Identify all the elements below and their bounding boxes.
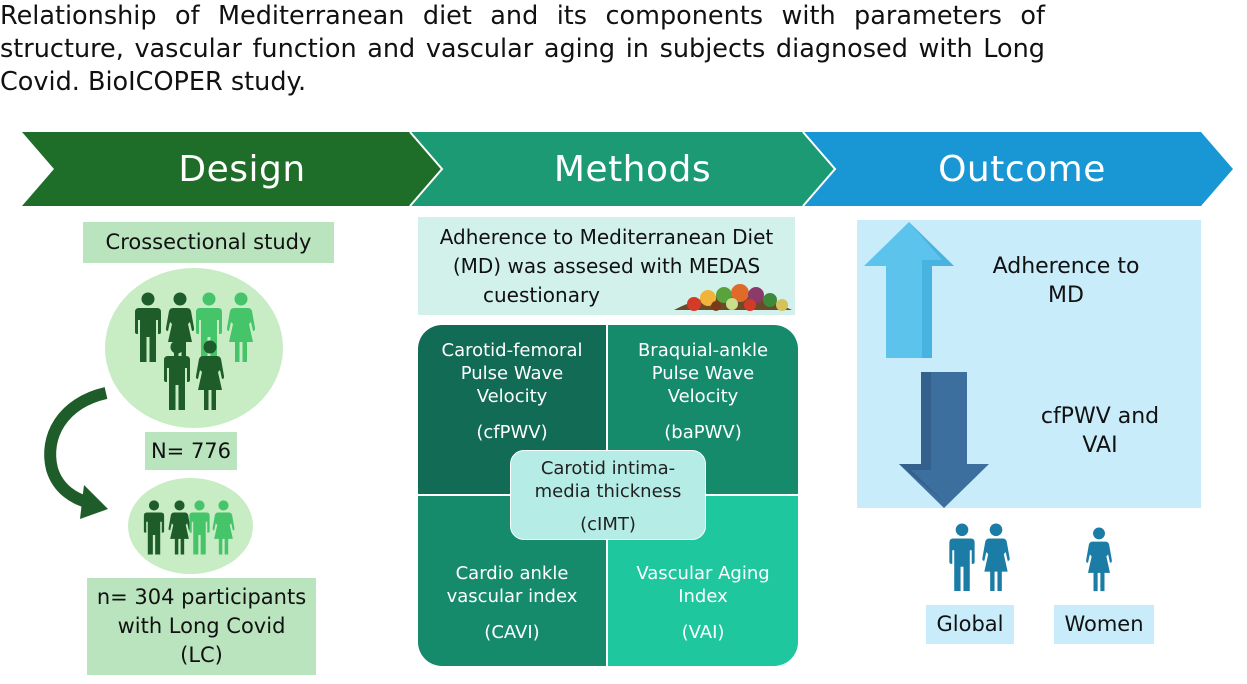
lc-line-1: n= 304 participants [96, 585, 307, 609]
lc-participants-box: n= 304 participants with Long Covid (LC) [87, 578, 316, 675]
methods-banner-label: Methods [553, 148, 712, 190]
cfpwv-line-3: Velocity [476, 386, 548, 407]
vai-line-1: Vascular Aging [636, 563, 770, 584]
cimt-abbr: (cIMT) [580, 514, 636, 535]
page-title: Relationship of Mediterranean diet and i… [0, 1, 1045, 97]
curved-flow-arrow [44, 387, 108, 519]
vai-line-2: Index [678, 586, 728, 607]
down-label-line-1: cfPWV and [1040, 404, 1160, 429]
outcome-banner-label: Outcome [938, 148, 1106, 190]
cavi-line-2: vascular index [446, 586, 578, 607]
up-label-line-1: Adherence to [992, 254, 1140, 279]
bapwv-line-2: Pulse Wave [651, 363, 755, 384]
arrow-down-icon [899, 372, 989, 508]
adherence-line-3: cuestionary [482, 282, 601, 307]
woman-icon [980, 523, 1012, 593]
study-type-label: Crossectional study [105, 230, 312, 254]
design-banner-label: Design [178, 148, 306, 190]
food-icon [674, 284, 792, 311]
women-label: Women [1064, 612, 1144, 636]
man-icon [141, 500, 167, 556]
n-total-box: N= 776 [145, 432, 237, 470]
woman-icon [193, 340, 227, 412]
global-label: Global [936, 612, 1004, 636]
adherence-box: Adherence to Mediterranean Diet (MD) was… [418, 217, 795, 315]
cfpwv-line-1: Carotid-femoral [441, 340, 583, 361]
cimt-box: Carotid intima- media thickness (cIMT) [510, 450, 706, 540]
woman-icon [210, 500, 237, 556]
bapwv-line-3: Velocity [667, 386, 739, 407]
women-label-box: Women [1054, 605, 1154, 644]
man-icon [160, 340, 194, 412]
methods-chevron-shape [409, 131, 835, 207]
cimt-line-1: Carotid intima- [540, 458, 676, 479]
lc-line-3: (LC) [180, 643, 223, 667]
population-circle [105, 268, 283, 428]
cfpwv-abbr: (cfPWV) [476, 422, 548, 443]
man-icon [946, 523, 978, 593]
methods-banner: Methods [409, 131, 835, 207]
up-label-line-2: MD [1048, 283, 1084, 308]
lc-line-2: with Long Covid [117, 614, 286, 638]
global-label-box: Global [926, 605, 1014, 644]
cimt-line-2: media thickness [534, 481, 682, 502]
vai-abbr: (VAI) [681, 622, 725, 643]
arrow-up-icon [864, 222, 954, 358]
man-icon [187, 500, 212, 556]
design-chevron-shape [22, 132, 442, 206]
bapwv-line-1: Braquial-ankle [637, 340, 769, 361]
outcome-banner: Outcome [802, 131, 1233, 207]
cfpwv-line-2: Pulse Wave [460, 363, 564, 384]
bapwv-abbr: (baPWV) [664, 422, 742, 443]
outcome-chevron-shape [802, 131, 1233, 207]
woman-icon [1084, 527, 1114, 593]
n-total-label: N= 776 [150, 438, 232, 463]
down-arrow-label: cfPWV and VAI [1010, 402, 1190, 460]
adherence-line-2: (MD) was assesed with MEDAS [452, 253, 761, 278]
woman-icon [224, 292, 258, 364]
design-banner: Design [22, 132, 442, 206]
down-label-line-2: VAI [1082, 433, 1118, 458]
cavi-line-1: Cardio ankle [455, 563, 569, 584]
study-type-box: Crossectional study [83, 222, 334, 263]
cavi-abbr: (CAVI) [484, 622, 540, 643]
up-arrow-label: Adherence to MD [972, 252, 1160, 310]
adherence-line-1: Adherence to Mediterranean Diet [439, 224, 774, 249]
